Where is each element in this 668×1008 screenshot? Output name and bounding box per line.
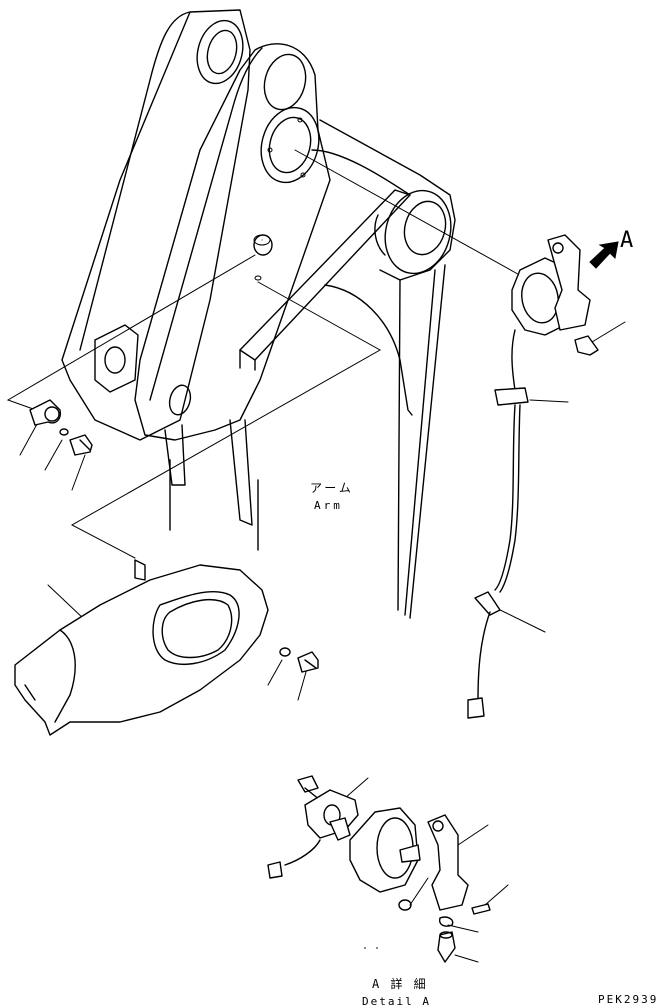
arm-label-english: Arm <box>314 499 343 512</box>
view-a-label: A <box>620 228 634 253</box>
arm-boss <box>239 119 456 619</box>
boom-structure <box>61 9 331 551</box>
cover-plate <box>14 559 269 736</box>
detail-a-label-japanese: A 詳 細 <box>372 977 428 991</box>
arm-label-japanese: アーム <box>310 481 354 495</box>
clamp-parts-left <box>29 399 93 456</box>
angle-sensor-assembly <box>467 234 599 719</box>
detail-a-parts <box>267 775 491 963</box>
view-arrow-a <box>589 241 619 269</box>
detail-a-label-english: Detail A <box>362 995 431 1008</box>
cover-bolt-parts <box>279 647 319 673</box>
drawing-number: PEK2939 <box>598 993 659 1006</box>
